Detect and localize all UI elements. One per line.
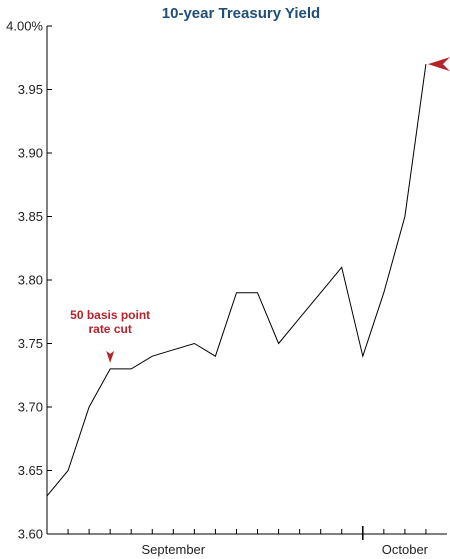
y-tick-label: 3.90 (18, 146, 43, 161)
annotation-arrow-icon (106, 350, 115, 363)
x-month-label: September (142, 542, 206, 557)
chart-title: 10-year Treasury Yield (162, 5, 320, 22)
series-line (46, 64, 427, 497)
annotation-text: rate cut (88, 322, 131, 336)
y-tick-label: 3.80 (18, 273, 43, 288)
y-tick-label: 3.65 (18, 463, 43, 478)
x-month-label: October (382, 542, 429, 557)
series (46, 64, 427, 497)
y-tick-label: 3.95 (18, 82, 43, 97)
y-tick-label: 3.85 (18, 209, 43, 224)
end-marker-arrow-icon (427, 57, 450, 72)
y-tick-label: 3.75 (18, 336, 43, 351)
y-tick-label: 3.60 (18, 527, 43, 542)
y-tick-label: 4.00% (6, 19, 43, 34)
y-axis: 4.00% 3.95 3.90 3.85 3.80 3.75 3.70 3.65 3.60 (6, 19, 52, 542)
y-tick-label: 3.70 (18, 400, 43, 415)
annotation-text: 50 basis point (70, 308, 150, 322)
x-axis: September October (47, 526, 447, 557)
